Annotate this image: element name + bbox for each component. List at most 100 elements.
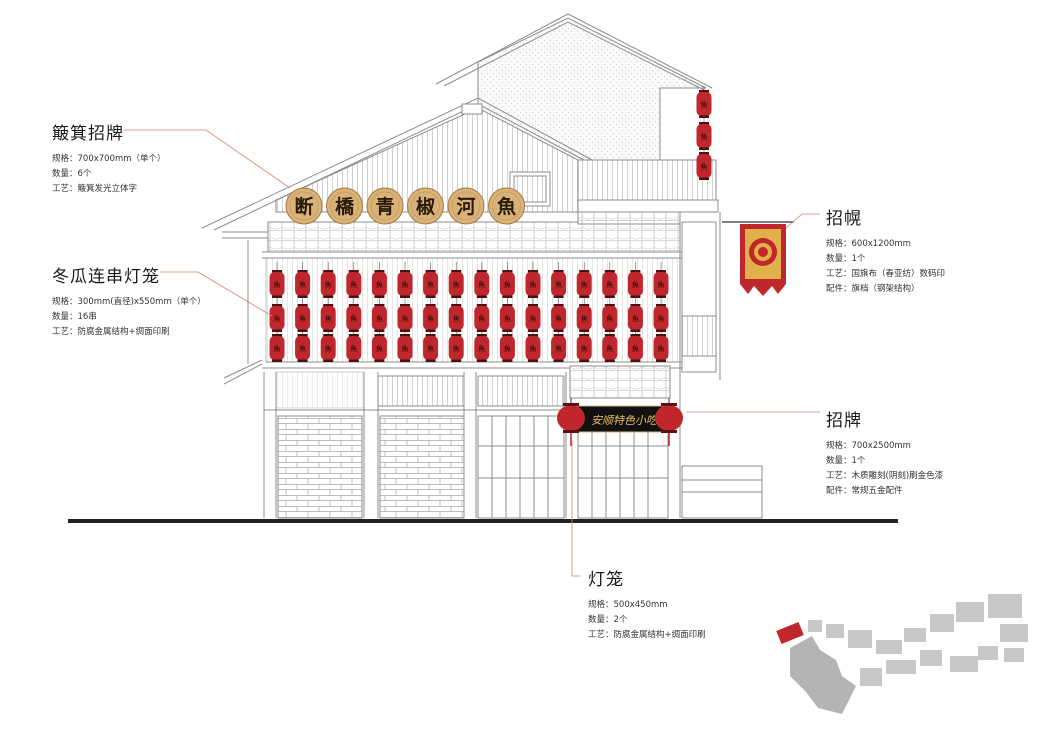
- annotation-line: 数量：1个: [826, 254, 866, 264]
- key-map-highlight: [776, 622, 804, 644]
- annotation-line: 规格：500x450mm: [588, 600, 668, 610]
- door-lantern-right: [655, 398, 683, 446]
- side-lantern-string: 魚魚魚: [696, 86, 712, 180]
- string-lantern: 魚: [397, 270, 413, 298]
- string-lantern: 魚: [499, 334, 515, 362]
- lantern-char: 魚: [530, 314, 537, 323]
- basket-sign: 椒: [407, 187, 444, 225]
- annotation-line: 数量：16串: [52, 312, 97, 322]
- annotation-title: 招牌: [826, 411, 862, 431]
- string-lantern: 魚: [423, 304, 439, 332]
- annotation-line: 工艺：防腐金属结构+绸面印刷: [52, 327, 170, 337]
- lantern-char: 魚: [504, 344, 511, 353]
- string-lantern: 魚: [576, 304, 592, 332]
- lantern-char: 魚: [274, 344, 281, 353]
- basket-sign-char: 橋: [335, 195, 355, 218]
- string-lantern: 魚: [346, 334, 362, 362]
- annotation-banner: 招幌 规格：600x1200mm 数量：1个 工艺：国旗布（春亚纺）数码印 配件…: [826, 204, 945, 297]
- lantern-char: 魚: [701, 162, 708, 171]
- basket-sign-char: 河: [456, 196, 475, 218]
- annotation-line: 工艺：国旗布（春亚纺）数码印: [826, 269, 946, 279]
- string-lantern: 魚: [653, 304, 669, 332]
- string-lantern: 魚: [320, 334, 336, 362]
- string-lantern: 魚: [295, 334, 311, 362]
- string-lantern: 魚: [653, 270, 669, 298]
- string-lantern: 魚: [371, 334, 387, 362]
- lantern-char: 魚: [606, 314, 613, 323]
- string-lantern: 魚: [423, 270, 439, 298]
- string-lantern: 魚: [576, 334, 592, 362]
- lantern-char: 魚: [376, 314, 383, 323]
- string-lantern: 魚: [525, 270, 541, 298]
- basket-sign-char: 青: [375, 196, 394, 218]
- string-lantern: 魚: [551, 270, 567, 298]
- string-lantern: 魚: [525, 334, 541, 362]
- string-lantern: 魚: [627, 270, 643, 298]
- lantern-char: 魚: [350, 314, 357, 323]
- leader-lines: [124, 129, 820, 577]
- lantern-char: 魚: [325, 280, 332, 289]
- string-lantern: 魚: [602, 304, 618, 332]
- lantern-char: 魚: [555, 314, 562, 323]
- lantern-char: 魚: [402, 344, 409, 353]
- string-lantern: 魚: [346, 270, 362, 298]
- string-lantern: 魚: [551, 334, 567, 362]
- lantern-char: 魚: [658, 344, 665, 353]
- lantern-char: 魚: [402, 280, 409, 289]
- lantern-char: 魚: [299, 280, 306, 289]
- string-lantern: 魚: [696, 122, 712, 150]
- lantern-char: 魚: [555, 280, 562, 289]
- string-lantern: 魚: [320, 304, 336, 332]
- banner-flag: [722, 221, 794, 296]
- main-gable: [201, 97, 593, 231]
- lantern-char: 魚: [478, 344, 485, 353]
- annotation-line: 数量：6个: [52, 169, 92, 179]
- annotation-line: 数量：1个: [826, 456, 866, 466]
- lantern-char: 魚: [350, 344, 357, 353]
- string-lantern: 魚: [397, 334, 413, 362]
- annotation-title: 冬瓜连串灯笼: [52, 267, 160, 287]
- lantern-char: 魚: [581, 314, 588, 323]
- string-lantern: 魚: [269, 304, 285, 332]
- annotation-title: 灯笼: [588, 570, 624, 590]
- basket-sign-char: 魚: [497, 195, 516, 218]
- lantern-char: 魚: [581, 280, 588, 289]
- lantern-char: 魚: [402, 314, 409, 323]
- string-lantern: 魚: [602, 334, 618, 362]
- string-lantern: 魚: [269, 270, 285, 298]
- string-lantern: 魚: [320, 270, 336, 298]
- annotation-line: 配件：旗档（钢架结构）: [826, 284, 920, 294]
- string-lantern: 魚: [696, 90, 712, 118]
- annotation-line: 工艺：防腐金属结构+绸面印刷: [588, 630, 706, 640]
- lantern-char: 魚: [274, 314, 281, 323]
- lantern-char: 魚: [299, 344, 306, 353]
- string-lantern: 魚: [371, 270, 387, 298]
- string-lantern: 魚: [371, 304, 387, 332]
- annotation-title: 簸箕招牌: [52, 124, 124, 144]
- lantern-char: 魚: [478, 280, 485, 289]
- string-lantern: 魚: [499, 270, 515, 298]
- lantern-char: 魚: [606, 344, 613, 353]
- annotation-line: 配件：常规五金配件: [826, 486, 903, 496]
- string-lantern: 魚: [602, 270, 618, 298]
- lantern-char: 魚: [478, 314, 485, 323]
- string-lantern: 魚: [627, 334, 643, 362]
- string-lantern-group: 魚魚魚魚魚魚魚魚魚魚魚魚魚魚魚魚魚魚魚魚魚魚魚魚魚魚魚魚魚魚魚魚魚魚魚魚魚魚魚魚…: [269, 262, 669, 362]
- string-lantern: 魚: [448, 270, 464, 298]
- basket-sign: 青: [366, 187, 404, 225]
- string-lantern: 魚: [423, 334, 439, 362]
- lantern-char: 魚: [632, 314, 639, 323]
- lantern-char: 魚: [555, 344, 562, 353]
- annotation-title: 招幌: [826, 209, 862, 229]
- lantern-char: 魚: [453, 280, 460, 289]
- annotation-line: 工艺：簸箕发光立体字: [52, 184, 138, 194]
- basket-sign: 橋: [326, 187, 363, 225]
- annotation-line: 规格：600x1200mm: [826, 239, 911, 249]
- string-lantern: 魚: [346, 304, 362, 332]
- signboard-text: 安顺特色小吃: [591, 414, 659, 427]
- string-lantern: 魚: [269, 334, 285, 362]
- string-lantern: 魚: [448, 334, 464, 362]
- basket-sign: 断: [285, 187, 323, 225]
- lantern-char: 魚: [427, 280, 434, 289]
- string-lantern: 魚: [295, 304, 311, 332]
